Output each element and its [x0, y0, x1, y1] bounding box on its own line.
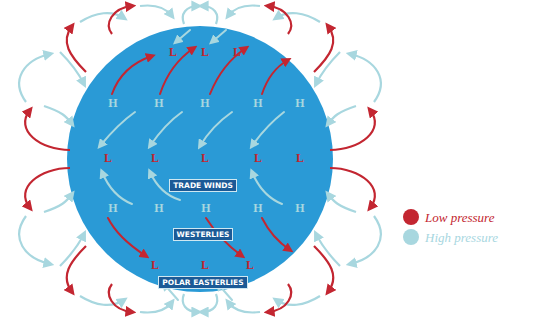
pressure-letter: H — [295, 202, 304, 214]
pressure-letter: H — [253, 202, 262, 214]
legend-text: Low pressure — [425, 210, 494, 225]
pressure-letter: H — [295, 97, 304, 109]
pressure-letter: H — [108, 97, 117, 109]
pressure-letter: L — [296, 152, 304, 164]
legend-text: High pressure — [425, 230, 498, 245]
pressure-letter: H — [253, 97, 262, 109]
pressure-letter: L — [201, 152, 209, 164]
wind-band-label: TRADE WINDS — [169, 179, 237, 192]
pressure-letter: L — [151, 152, 159, 164]
pressure-letter: H — [154, 202, 163, 214]
pressure-letter: L — [254, 152, 262, 164]
pressure-letter: H — [154, 97, 163, 109]
wind-band-text: TRADE WINDS — [173, 181, 233, 190]
legend-row: High pressure — [403, 229, 498, 245]
wind-band-text: WESTERLIES — [177, 230, 230, 239]
pressure-letter: H — [200, 97, 209, 109]
pressure-letter: H — [108, 202, 117, 214]
wind-band-label: WESTERLIES — [173, 228, 234, 241]
pressure-letter: L — [201, 46, 209, 58]
pressure-letter: L — [151, 259, 159, 271]
wind-band-text: POLAR EASTERLIES — [162, 278, 243, 287]
legend-row: Low pressure — [403, 209, 494, 225]
legend-swatch — [403, 209, 419, 225]
pressure-letter: L — [169, 46, 177, 58]
legend-swatch — [403, 229, 419, 245]
pressure-letter: L — [201, 259, 209, 271]
pressure-letter: L — [233, 46, 241, 58]
pressure-letter: H — [201, 202, 210, 214]
pressure-letter: L — [246, 259, 254, 271]
wind-band-label: POLAR EASTERLIES — [158, 276, 247, 289]
pressure-letter: L — [104, 152, 112, 164]
